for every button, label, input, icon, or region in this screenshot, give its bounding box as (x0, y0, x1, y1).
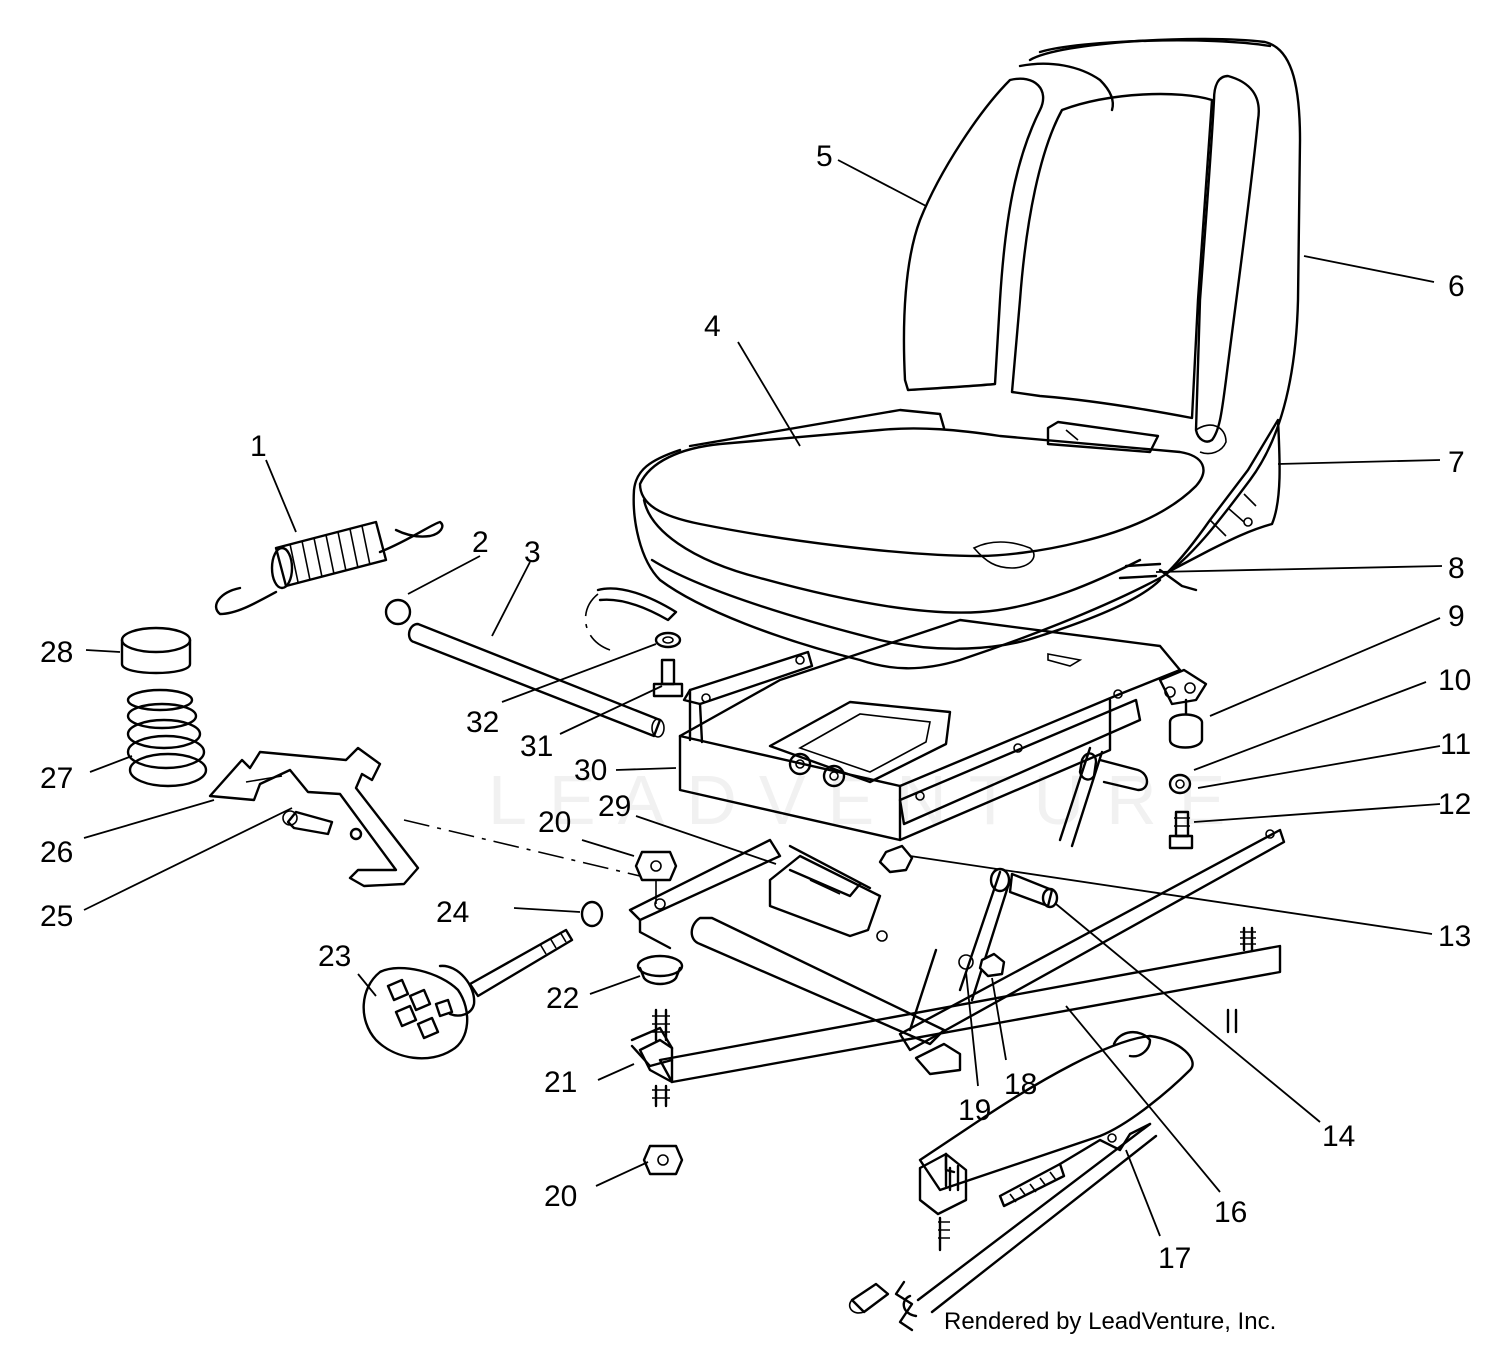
callout-31: 31 (520, 730, 553, 763)
bolt-part-31 (652, 658, 684, 698)
washer-part-32 (654, 631, 682, 649)
callout-13: 13 (1438, 920, 1471, 953)
callout-30: 30 (574, 754, 607, 787)
alignment-line (403, 819, 641, 877)
callout-16: 16 (1214, 1196, 1247, 1229)
bracket-part-26 (208, 746, 420, 888)
watermark: LEADVENTURE (488, 761, 1248, 839)
nut-part-20-top (634, 850, 678, 882)
callout-29: 29 (598, 790, 631, 823)
callout-18: 18 (1004, 1068, 1037, 1101)
callout-23: 23 (318, 940, 351, 973)
callout-9: 9 (1448, 600, 1465, 633)
callout-10: 10 (1438, 664, 1471, 697)
bushing-part-22 (636, 954, 684, 986)
callout-1: 1 (250, 430, 267, 463)
compression-spring-part-27 (126, 688, 208, 788)
callout-11: 11 (1440, 728, 1471, 761)
seat-pan-part-30 (584, 587, 1208, 842)
lever-arm-part-17 (848, 1031, 1194, 1332)
nut-part-20-bottom (642, 1144, 684, 1176)
callout-20-bottom: 20 (544, 1180, 577, 1213)
washer-part-24 (580, 900, 604, 928)
adjustment-knob-part-23 (362, 928, 574, 1060)
callout-12: 12 (1438, 788, 1471, 821)
callout-27: 27 (40, 762, 73, 795)
callout-28: 28 (40, 636, 73, 669)
callout-2: 2 (472, 526, 489, 559)
base-frame (628, 746, 1286, 1108)
callout-22: 22 (546, 982, 579, 1015)
callout-21: 21 (544, 1066, 577, 1099)
callout-17: 17 (1158, 1242, 1191, 1275)
nut-part-13 (878, 844, 914, 874)
callout-6: 6 (1448, 270, 1465, 303)
bolt-part-12 (1168, 810, 1194, 850)
pivot-rod-part-3 (407, 622, 662, 738)
credit-text: Rendered by LeadVenture, Inc. (944, 1308, 1277, 1335)
nut-part-18 (978, 952, 1006, 978)
callout-19: 19 (958, 1094, 991, 1127)
callout-24: 24 (436, 896, 469, 929)
callout-8: 8 (1448, 552, 1465, 585)
callout-4: 4 (704, 310, 721, 343)
callout-20-top: 20 (538, 806, 571, 839)
bracket-part-21 (630, 1044, 674, 1068)
callout-7: 7 (1448, 446, 1465, 479)
leader-lines (83, 159, 1443, 1237)
callout-5: 5 (816, 140, 833, 173)
lever-part-16 (1078, 752, 1149, 792)
callout-14: 14 (1322, 1120, 1355, 1153)
callout-32: 32 (466, 706, 499, 739)
washer-part-11 (1168, 773, 1192, 795)
callout-26: 26 (40, 836, 73, 869)
washer-part-2 (384, 598, 412, 626)
cap-part-28 (120, 626, 192, 675)
washer-part-19 (958, 954, 974, 970)
seat-shell (632, 37, 1302, 670)
callout-25: 25 (40, 900, 73, 933)
sleeve-part-14 (989, 867, 1059, 909)
callout-labels: 1 2 3 4 5 6 7 8 9 10 11 12 13 14 16 17 1… (40, 140, 1471, 1275)
extension-spring-part-1 (214, 520, 444, 616)
callout-3: 3 (524, 536, 541, 569)
